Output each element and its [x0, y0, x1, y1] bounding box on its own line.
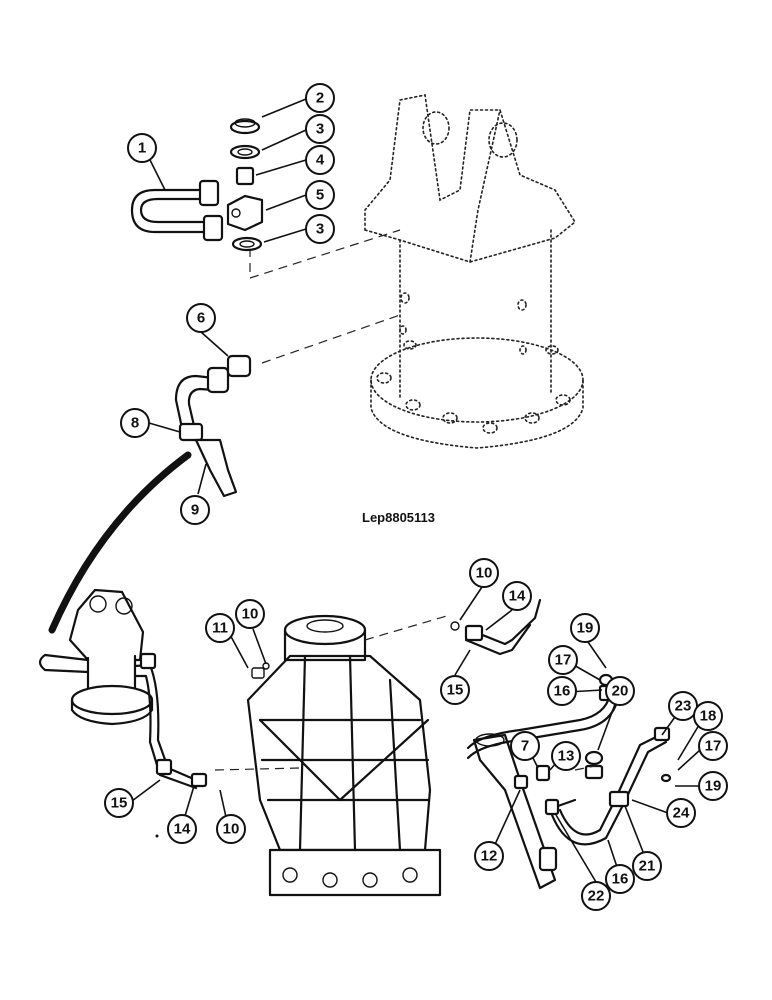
callout-22: 22	[581, 881, 611, 911]
callout-10: 10	[216, 814, 246, 844]
svg-text:17: 17	[555, 652, 572, 669]
callout-4: 4	[305, 145, 335, 175]
callout-8: 8	[120, 408, 150, 438]
svg-text:14: 14	[174, 821, 191, 838]
assembly-line	[261, 314, 401, 364]
callout-6: 6	[186, 303, 216, 333]
svg-text:19: 19	[705, 778, 722, 795]
callout-bubbles: 1 2 3 4 5 3 6 8 9 10 14 15 11 10 19 17 1…	[104, 83, 728, 911]
hydraulic-hose	[48, 451, 192, 634]
svg-text:1: 1	[138, 140, 146, 157]
svg-text:3: 3	[316, 221, 324, 238]
leader-lines	[131, 98, 703, 883]
elbow-fitting	[174, 354, 252, 498]
svg-text:17: 17	[705, 738, 722, 755]
callout-11: 11	[205, 613, 235, 643]
callout-10: 10	[469, 558, 499, 588]
svg-text:9: 9	[191, 502, 199, 519]
callout-20: 20	[605, 676, 635, 706]
svg-text:10: 10	[242, 606, 259, 623]
callout-1: 1	[127, 133, 157, 163]
callout-12: 12	[474, 841, 504, 871]
u-tube-1	[130, 179, 224, 242]
callout-24: 24	[666, 798, 696, 828]
callout-3: 3	[305, 214, 335, 244]
svg-text:21: 21	[639, 858, 656, 875]
svg-text:24: 24	[673, 805, 690, 822]
svg-text:7: 7	[521, 738, 529, 755]
callout-21: 21	[632, 851, 662, 881]
callout-7: 7	[510, 731, 540, 761]
callout-10: 10	[235, 599, 265, 629]
king-post-housing	[364, 94, 584, 449]
speck	[155, 834, 159, 838]
svg-text:15: 15	[111, 795, 128, 812]
assembly-line	[249, 229, 401, 279]
svg-text:13: 13	[558, 748, 575, 765]
callout-13: 13	[551, 741, 581, 771]
callout-18: 18	[693, 701, 723, 731]
callout-17: 17	[698, 731, 728, 761]
callout-14: 14	[167, 814, 197, 844]
callout-19: 19	[570, 613, 600, 643]
svg-text:19: 19	[577, 620, 594, 637]
svg-text:3: 3	[316, 121, 324, 138]
svg-text:6: 6	[197, 310, 205, 327]
svg-text:14: 14	[509, 588, 526, 605]
svg-text:16: 16	[612, 871, 629, 888]
callout-17: 17	[548, 645, 578, 675]
callout-5: 5	[305, 180, 335, 210]
callout-16: 16	[605, 864, 635, 894]
callout-9: 9	[180, 495, 210, 525]
svg-text:2: 2	[316, 90, 324, 107]
callout-15: 15	[104, 788, 134, 818]
svg-text:16: 16	[554, 683, 571, 700]
assembly-line	[364, 614, 451, 641]
callout-14: 14	[502, 581, 532, 611]
svg-text:5: 5	[316, 187, 324, 204]
callout-2: 2	[305, 83, 335, 113]
svg-text:10: 10	[476, 565, 493, 582]
callout-19: 19	[698, 771, 728, 801]
svg-text:23: 23	[675, 698, 692, 715]
hose-assembly-15	[450, 598, 542, 656]
svg-text:22: 22	[588, 888, 605, 905]
svg-text:10: 10	[223, 821, 240, 838]
callout-15: 15	[440, 675, 470, 705]
svg-text:15: 15	[447, 682, 464, 699]
svg-text:11: 11	[212, 620, 228, 637]
svg-text:18: 18	[700, 708, 717, 725]
callout-23: 23	[668, 691, 698, 721]
svg-text:8: 8	[131, 415, 139, 432]
svg-text:4: 4	[316, 152, 325, 169]
small-king-post	[38, 588, 208, 790]
fitting-stack	[226, 118, 264, 252]
svg-text:20: 20	[612, 683, 629, 700]
callout-16: 16	[547, 676, 577, 706]
svg-text:12: 12	[481, 848, 498, 865]
assembly-line	[214, 767, 301, 771]
turntable-cage	[246, 614, 442, 897]
callout-3: 3	[305, 114, 335, 144]
drawing-reference-code: Lep8805113	[362, 510, 435, 525]
